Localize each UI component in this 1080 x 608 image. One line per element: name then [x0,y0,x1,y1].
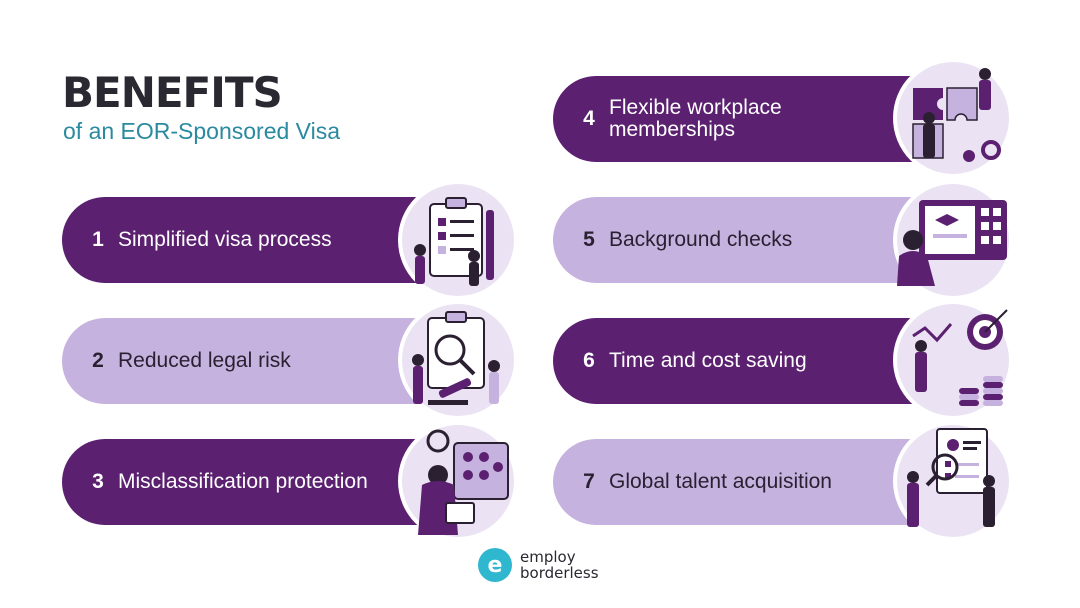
logo-line-1: employ [520,548,576,566]
benefit-label: Simplified visa process [118,228,332,251]
gears-tablet-icon [398,421,518,541]
target-coins-icon [893,300,1013,420]
clipboard-checklist-icon [398,180,518,300]
logo-mark-icon: e [478,548,512,582]
benefit-label: Flexible workplace memberships [609,96,782,141]
benefit-label: Misclassification protection [118,470,368,493]
benefit-number: 5 [583,228,595,251]
logo-wordmark: employ borderless [520,549,599,581]
candidate-search-icon [893,421,1013,541]
benefit-number: 7 [583,470,595,493]
puzzle-team-icon [893,58,1013,178]
logo-line-2: borderless [520,564,599,582]
magnifier-gavel-icon [398,300,518,420]
benefit-label: Global talent acquisition [609,470,832,493]
benefit-number: 2 [92,349,104,372]
benefit-label: Time and cost saving [609,349,807,372]
benefit-number: 4 [583,107,595,130]
brand-logo: e employ borderless [478,548,599,582]
benefit-label: Reduced legal risk [118,349,291,372]
benefit-number: 3 [92,470,104,493]
page-subtitle: of an EOR-Sponsored Visa [63,118,341,144]
benefit-number: 1 [92,228,104,251]
page-title: BENEFITS [62,68,283,117]
benefit-label: Background checks [609,228,793,251]
checklist-screen-icon [893,180,1013,300]
benefit-number: 6 [583,349,595,372]
